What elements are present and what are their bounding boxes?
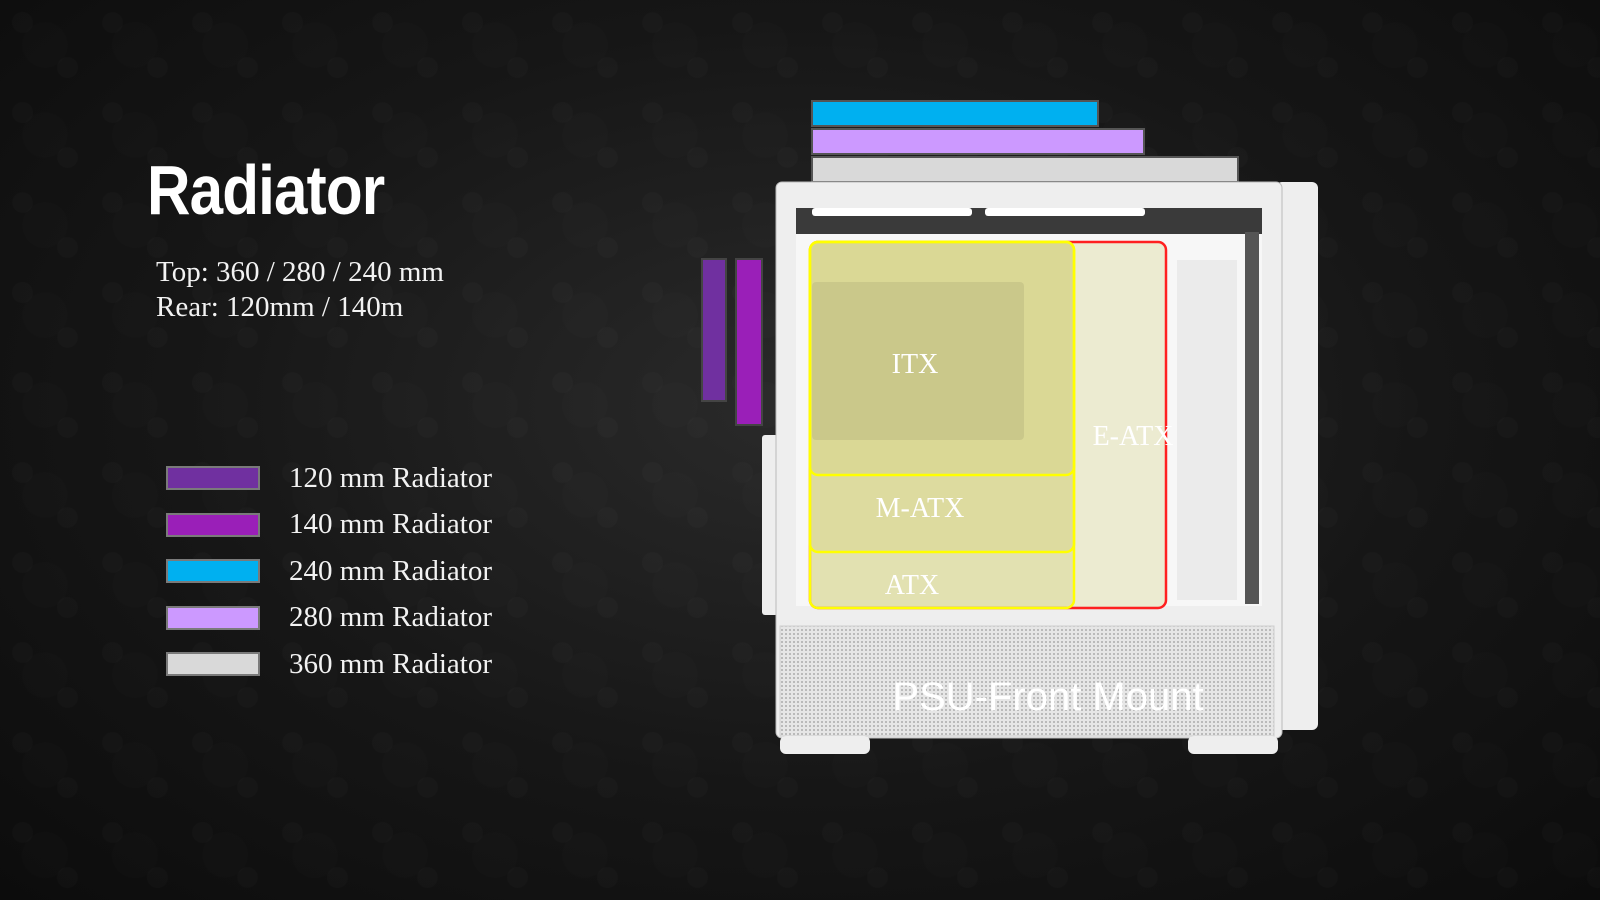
cable-panel: [1177, 260, 1237, 600]
legend-item-120: 120 mm Radiator: [166, 455, 492, 502]
case-foot-right: [1188, 736, 1278, 754]
atx-label: ATX: [885, 570, 939, 601]
page-title: Radiator: [147, 151, 385, 229]
case-rear-bracket: [762, 435, 778, 615]
case-foot-left: [780, 736, 870, 754]
top-vent-right: [985, 208, 1145, 216]
eatx-label: E-ATX: [1093, 421, 1174, 452]
psu-label: PSU-Front Mount: [892, 675, 1203, 719]
legend-item-360: 360 mm Radiator: [166, 641, 492, 688]
top-radiator-360: [811, 156, 1239, 183]
radiator-legend: 120 mm Radiator 140 mm Radiator 240 mm R…: [166, 455, 492, 688]
legend-label-360: 360 mm Radiator: [289, 647, 492, 680]
legend-label-240: 240 mm Radiator: [289, 554, 492, 587]
itx-label: ITX: [892, 349, 939, 380]
case-top-rail: [790, 186, 1266, 200]
rear-radiator-120: [701, 258, 727, 402]
legend-swatch-280: [166, 605, 260, 630]
top-radiator-280: [811, 128, 1145, 155]
legend-swatch-360: [166, 652, 260, 677]
case-front-panel: [1276, 182, 1318, 730]
top-radiator-240: [811, 100, 1099, 127]
legend-label-140: 140 mm Radiator: [289, 508, 492, 541]
legend-label-280: 280 mm Radiator: [289, 601, 492, 634]
itx-zone: [808, 240, 1076, 477]
matx-label: M-ATX: [876, 493, 965, 524]
rear-radiator-spec: Rear: 120mm / 140m: [156, 291, 404, 323]
legend-label-120: 120 mm Radiator: [289, 461, 492, 494]
legend-swatch-140: [166, 512, 260, 537]
legend-item-240: 240 mm Radiator: [166, 548, 492, 595]
case-front-strip: [1245, 232, 1259, 604]
top-radiator-spec: Top: 360 / 280 / 240 mm: [156, 256, 444, 288]
top-vent-left: [812, 208, 972, 216]
legend-item-140: 140 mm Radiator: [166, 502, 492, 549]
motherboard-tray-cutout: [812, 282, 1024, 440]
legend-swatch-240: [166, 559, 260, 584]
legend-swatch-120: [166, 466, 260, 491]
pc-case: [762, 181, 1318, 754]
rear-radiator-140: [735, 258, 763, 426]
psu-shroud-mesh: [779, 625, 1275, 737]
legend-item-280: 280 mm Radiator: [166, 595, 492, 642]
psu-shroud-top: [780, 606, 1274, 626]
